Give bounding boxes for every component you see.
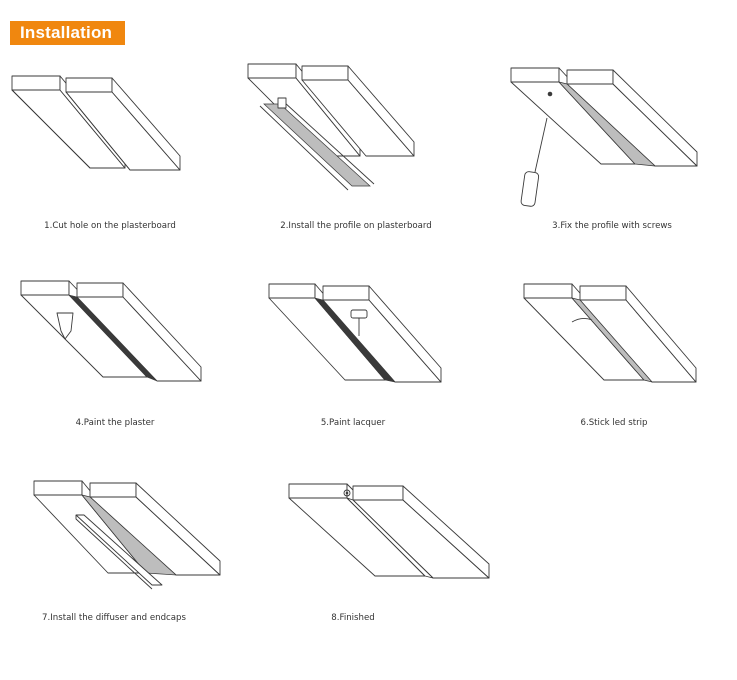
step-8-finished <box>285 478 495 588</box>
step-1-caption: 1.Cut hole on the plasterboard <box>44 221 176 231</box>
step-2-caption: 2.Install the profile on plasterboard <box>280 221 432 231</box>
sticking-led-strip-illustration <box>523 283 697 383</box>
plasterboard-with-hole-illustration <box>11 75 181 171</box>
step-6-caption: 6.Stick led strip <box>580 418 648 428</box>
screwdriver-fixing-profile-illustration <box>510 67 698 207</box>
finished-installation-illustration <box>288 483 490 579</box>
painting-lacquer-illustration <box>268 283 442 383</box>
step-1-cut-hole <box>0 60 200 210</box>
profile-on-plasterboard-illustration <box>247 63 415 191</box>
step-3-fix-screws <box>505 60 705 215</box>
step-5-paint-lacquer <box>265 280 465 390</box>
step-6-stick-led <box>520 280 720 390</box>
step-7-caption: 7.Install the diffuser and endcaps <box>42 613 186 623</box>
step-4-paint-plaster <box>15 275 215 390</box>
step-7-install-diffuser <box>30 475 230 595</box>
painting-plaster-illustration <box>20 280 202 382</box>
step-3-caption: 3.Fix the profile with screws <box>552 221 672 231</box>
installation-title: Installation <box>10 21 125 45</box>
step-4-caption: 4.Paint the plaster <box>75 418 155 428</box>
step-5-caption: 5.Paint lacquer <box>320 418 386 428</box>
installing-diffuser-illustration <box>33 480 221 590</box>
step-8-caption: 8.Finished <box>331 613 375 623</box>
step-2-install-profile <box>240 60 440 210</box>
